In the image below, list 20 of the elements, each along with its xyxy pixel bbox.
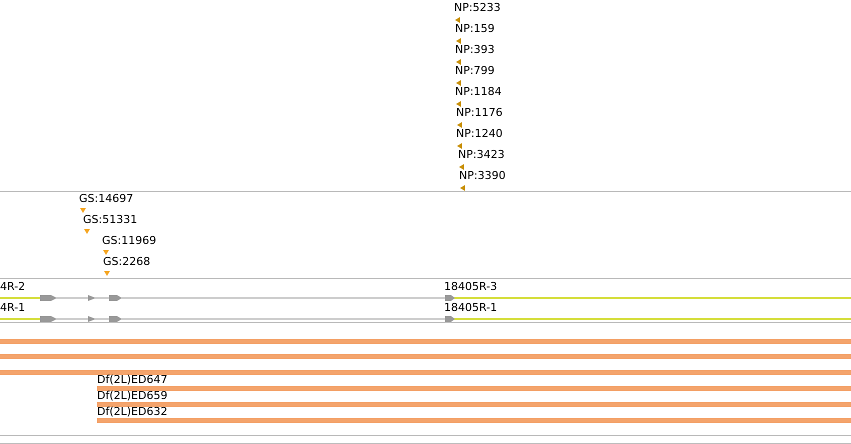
feature-label: NP:799 [455,64,495,77]
feature-label: NP:3423 [458,148,505,161]
feature-label: Df(2L)ED647 [97,373,168,386]
feature-label: Df(2L)ED659 [97,389,168,402]
feature-label: GS:14697 [79,192,134,205]
feature-label: 18405R-3 [444,280,498,293]
feature-label: 18405R-1 [444,301,498,314]
feature-label: GS:51331 [83,213,138,226]
feature-label: NP:159 [455,22,495,35]
feature-label: NP:1240 [456,127,503,140]
feature-label: NP:1176 [456,106,503,119]
feature-label: NP:393 [455,43,495,56]
feature-label: NP:3390 [459,169,506,182]
feature-label: NP:5233 [454,1,501,14]
feature-label: Df(2L)ED632 [97,405,168,418]
feature-label: GS:11969 [102,234,156,247]
feature-label: NP:1184 [455,85,502,98]
feature-label: GS:2268 [103,255,150,268]
feature-label: 4R-2 [0,280,26,293]
feature-label: 4R-1 [0,301,26,314]
